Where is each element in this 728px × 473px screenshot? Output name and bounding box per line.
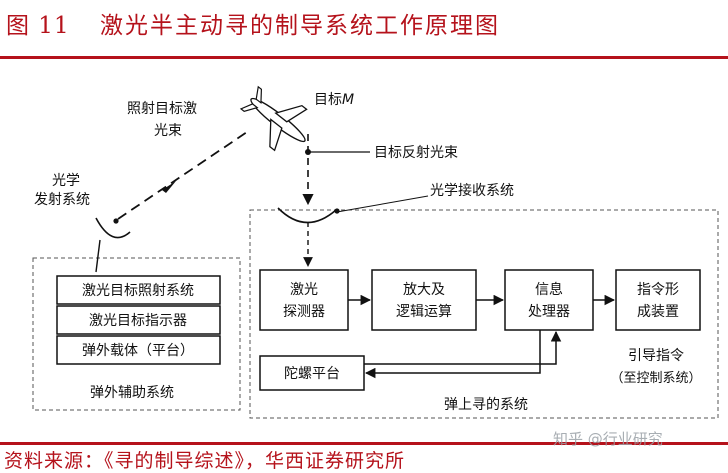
figure-title: 激光半主动寻的制导系统工作原理图 [100, 13, 500, 39]
gyro-block [259, 355, 365, 391]
figure-header: 图 11 激光半主动寻的制导系统工作原理图 [0, 0, 728, 58]
guidance-cmd-line1: 引导指令 [628, 348, 684, 364]
footer-rule [0, 442, 728, 445]
receiver-focus [334, 208, 340, 214]
ext-block-carrier-label: 弹外载体（平台） [82, 343, 194, 359]
reflected-beam-label: 目标反射光束 [374, 145, 458, 161]
onboard-system-caption: 弹上寻的系统 [444, 397, 528, 413]
processor-label-line2: 处理器 [528, 304, 570, 320]
command-gen-label-line2: 成装置 [637, 304, 679, 320]
gyro-label: 陀螺平台 [284, 366, 340, 382]
ext-block-illuminator-label: 激光目标照射系统 [82, 282, 194, 299]
receiver-dish-icon [277, 207, 337, 224]
ext-block-designator-label: 激光目标指示器 [89, 312, 187, 329]
target-label-letter: M [342, 92, 354, 108]
optical-receiver-label: 光学接收系统 [430, 182, 514, 199]
detector-label-line1: 激光 [290, 281, 318, 298]
external-system-caption: 弹外辅助系统 [90, 385, 174, 401]
emitter-label-line1: 光学 [52, 173, 80, 189]
detector-block [259, 269, 349, 331]
arrow-processor-gyro [364, 330, 541, 379]
command-gen-label-line1: 指令形 [637, 282, 679, 298]
target-label: 目标M [314, 92, 354, 108]
aircraft-target-icon [239, 85, 308, 152]
processor-label-line1: 信息 [535, 281, 563, 298]
ext-block-carrier [56, 335, 221, 365]
ext-block-designator [56, 305, 221, 335]
command-gen-block [615, 269, 701, 331]
illumination-label-line1: 照射目标激 [127, 100, 197, 117]
emitter-focus [113, 218, 119, 224]
amplifier-label-line1: 放大及 [403, 282, 445, 298]
target-label-text: 目标 [314, 92, 342, 108]
amplifier-label-line2: 逻辑运算 [396, 304, 452, 320]
header-rule [0, 56, 728, 59]
detector-label-line2: 探测器 [283, 304, 325, 320]
guidance-cmd-line2: （至控制系统） [610, 371, 701, 386]
arrow-gyro-processor [364, 330, 562, 365]
figure-number: 图 11 [6, 13, 70, 39]
ext-block-illuminator [56, 275, 221, 305]
source-note: 资料来源：《寻的制导综述》，华西证券研究所 [4, 450, 406, 472]
emitter-label-line2: 发射系统 [34, 192, 90, 208]
onboard-system-frame [249, 209, 719, 419]
illumination-beam-arrow [162, 181, 176, 193]
amplifier-block [371, 269, 477, 331]
receiver-leader [336, 195, 429, 213]
illumination-beam [117, 129, 251, 220]
illumination-label-line2: 光束 [154, 123, 182, 139]
emitter-stem [95, 239, 101, 273]
watermark-text: 知乎 @行业研究 [553, 430, 663, 448]
processor-block [504, 269, 594, 331]
external-system-frame [32, 257, 241, 411]
emitter-dish-icon [95, 217, 131, 239]
